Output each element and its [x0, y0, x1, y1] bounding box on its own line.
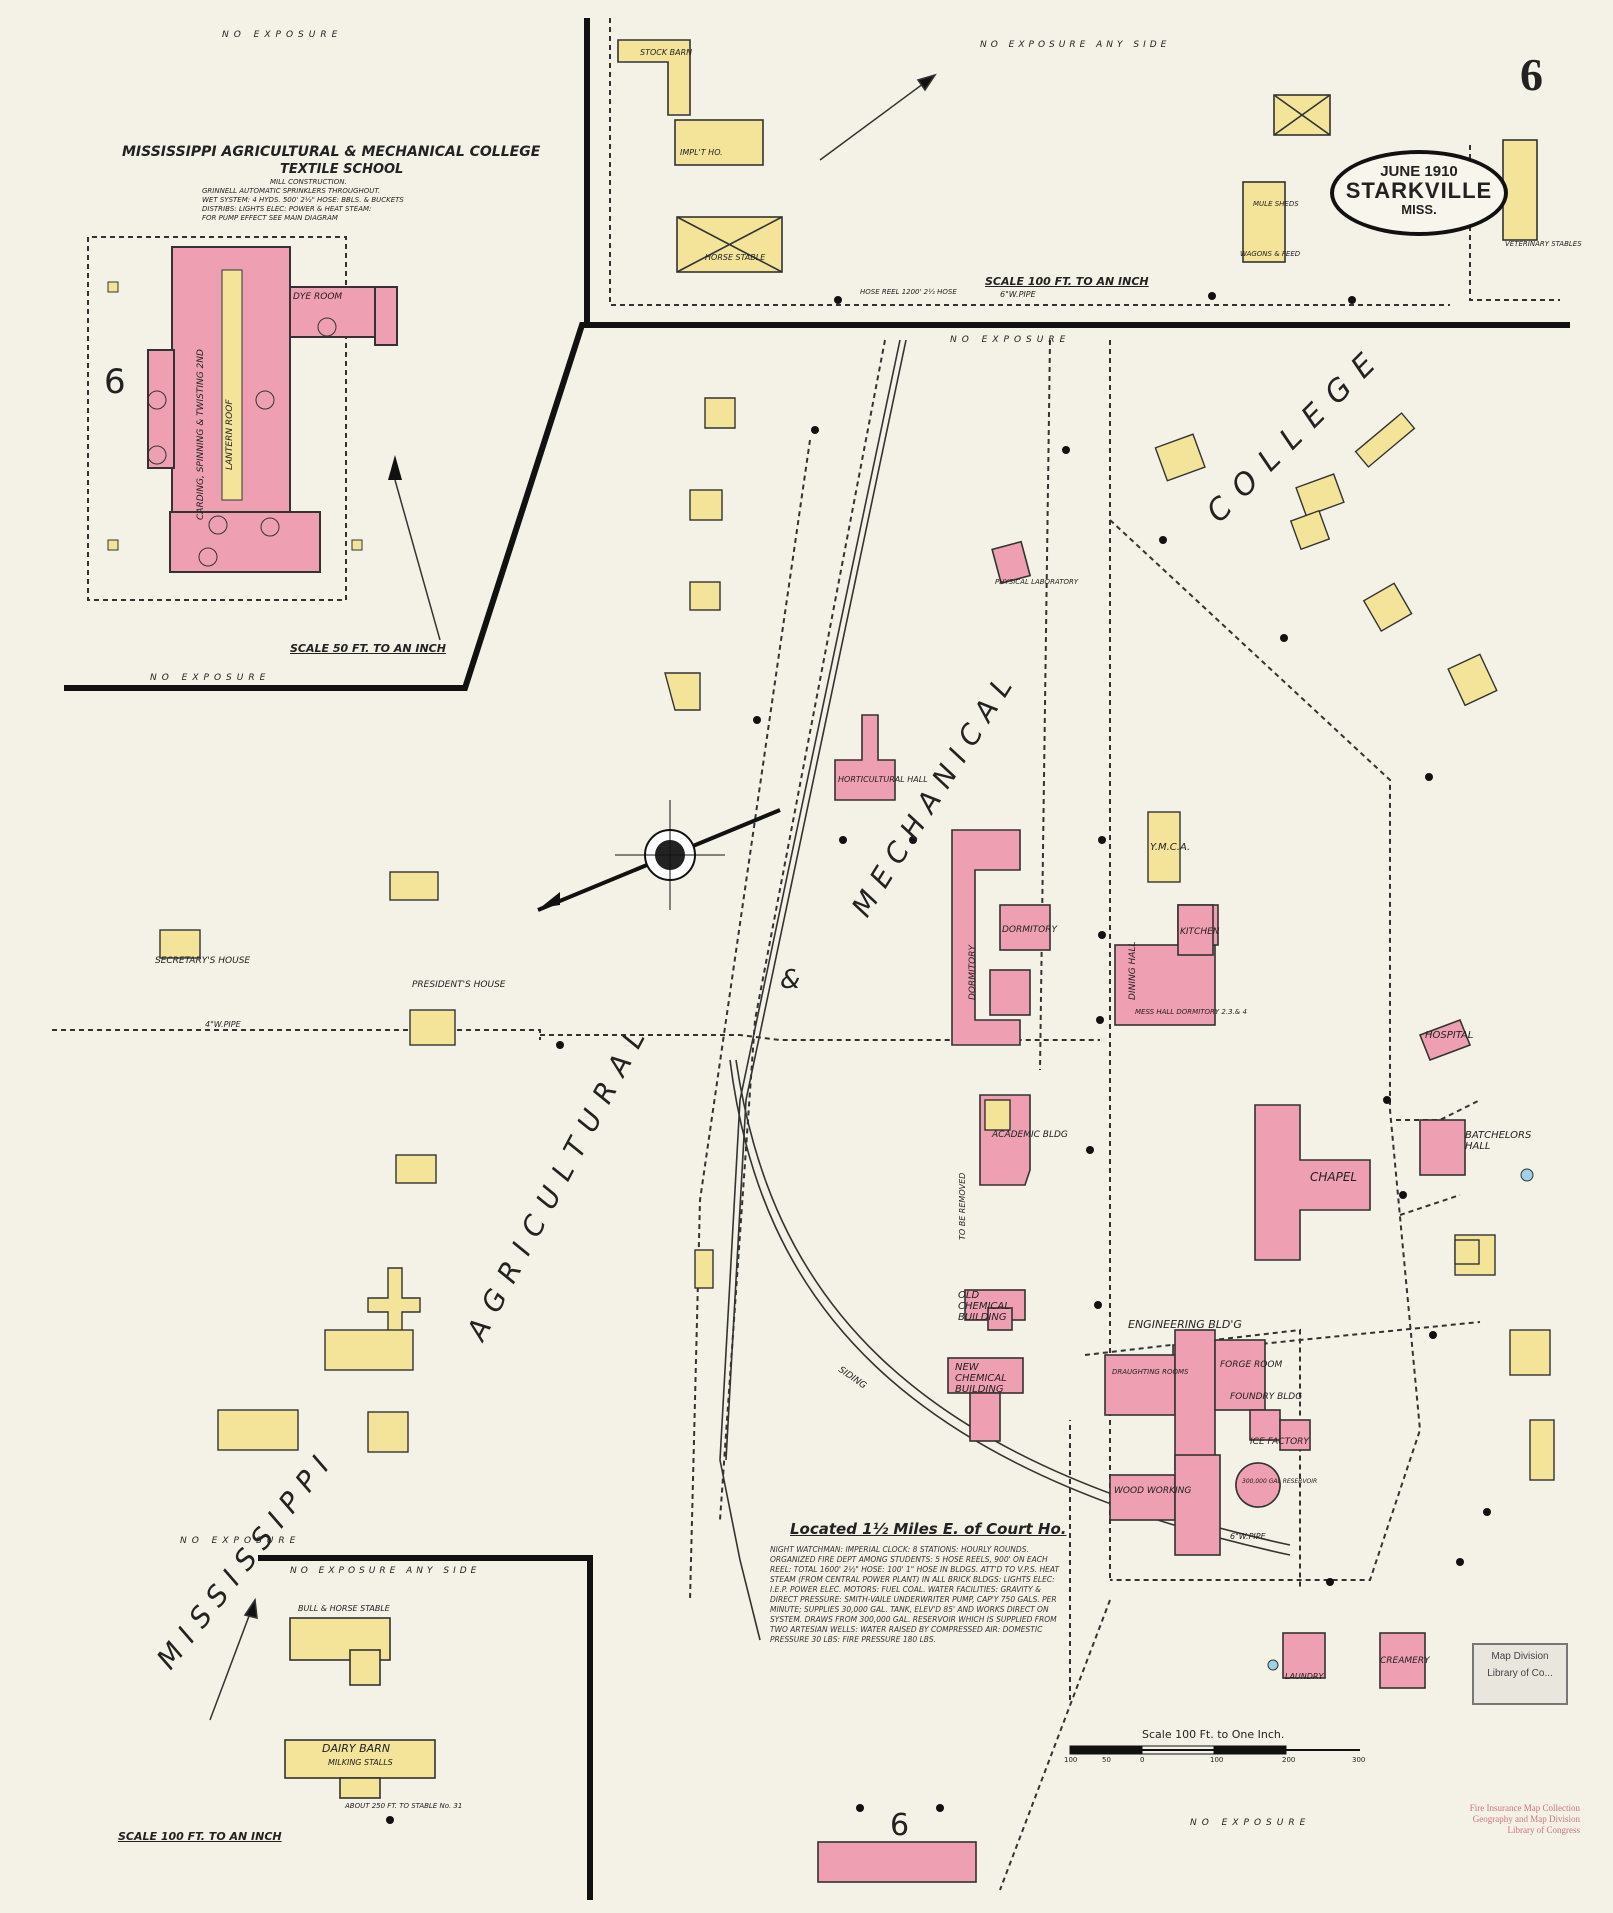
stable-buildings: [617, 39, 1538, 273]
stables-no-exposure: NO EXPOSURE ANY SIDE: [980, 40, 1171, 50]
bldg-foundry: FOUNDRY BLDG: [1230, 1392, 1303, 1402]
pipe-label-3: 6"W.PIPE: [1230, 1532, 1266, 1541]
stable-31-note: ABOUT 250 FT. TO STABLE No. 31: [345, 1802, 463, 1810]
textile-note-4: DISTRIBS: LIGHTS ELEC: POWER & HEAT STEA…: [202, 205, 372, 213]
no-exposure-mid: NO EXPOSURE: [180, 1536, 301, 1546]
library-stamp: Map Division Library of Co...: [1472, 1643, 1568, 1705]
bar-scale-tick-2: 50: [1102, 1756, 1111, 1764]
bldg-veterinary: VETERINARY STABLES: [1505, 240, 1582, 248]
bar-scale-tick-3: 0: [1140, 1756, 1145, 1764]
stamp-line-2: Library of Co...: [1487, 1668, 1553, 1679]
lantern-roof-label: LANTERN ROOF: [225, 399, 235, 470]
bldg-batchelors: BATCHELORS HALL: [1465, 1130, 1532, 1152]
bldg-wood-working: WOOD WORKING: [1114, 1486, 1192, 1496]
dairy-barn-label: DAIRY BARN: [322, 1742, 391, 1755]
bar-scale-tick-1: 100: [1064, 1756, 1078, 1764]
credit-line-2: Geography and Map Division: [1472, 1814, 1580, 1824]
bldg-hospital: HOSPITAL: [1425, 1030, 1474, 1041]
textile-no-exposure: NO EXPOSURE: [222, 30, 343, 40]
bldg-mess-hall: MESS HALL DORMITORY 2.3.& 4: [1135, 1008, 1247, 1016]
campus-word-3: &: [780, 965, 801, 995]
hydrants: [386, 292, 1491, 1824]
credit-line-1: Fire Insurance Map Collection: [1469, 1803, 1580, 1813]
bldg-horticultural: HORTICULTURAL HALL: [838, 775, 928, 784]
reservoir-label: 300,000 GAL RESERVOIR: [1242, 1478, 1318, 1485]
pipe-label-2: 4"W.PIPE: [205, 1020, 241, 1029]
textile-note-3: WET SYSTEM: 4 HYDS. 500' 2½" HOSE: BBLS.…: [202, 196, 404, 204]
location-note-title: Located 1½ Miles E. of Court Ho.: [790, 1520, 1067, 1538]
hose-reel-label: HOSE REEL 1200' 2½ HOSE: [860, 288, 957, 296]
bldg-draughting: DRAUGHTING ROOMS: [1112, 1368, 1189, 1376]
city-name: STARKVILLE: [1345, 178, 1493, 203]
no-exposure-bottom: NO EXPOSURE: [1190, 1818, 1311, 1828]
brick-buildings: [817, 540, 1472, 1883]
bldg-ice-factory: ICE FACTORY: [1250, 1437, 1309, 1447]
reservoir: [1235, 1168, 1534, 1671]
dairy-no-exposure: NO EXPOSURE ANY SIDE: [290, 1566, 481, 1576]
bldg-academic: ACADEMIC BLDG: [992, 1130, 1068, 1140]
bldg-dormitory-44: DORMITORY: [1002, 925, 1058, 935]
stables-scale: SCALE 100 FT. TO AN INCH: [985, 275, 1149, 288]
stamp-line-1: Map Division: [1491, 1651, 1549, 1662]
milking-stalls-label: MILKING STALLS: [328, 1758, 393, 1767]
no-exposure-left: NO EXPOSURE: [150, 673, 271, 683]
inset-borders: [64, 18, 1570, 1900]
location-note-text: NIGHT WATCHMAN: IMPERIAL CLOCK: 8 STATIO…: [770, 1545, 1060, 1644]
bldg-secretary: SECRETARY'S HOUSE: [155, 956, 251, 966]
credit-line-3: Library of Congress: [1507, 1825, 1580, 1835]
bar-scale-graphic: [1069, 1745, 1360, 1755]
textile-title: MISSISSIPPI AGRICULTURAL & MECHANICAL CO…: [122, 144, 541, 160]
bldg-chapel: CHAPEL: [1310, 1170, 1358, 1184]
map-date: JUNE 1910: [1380, 163, 1458, 180]
stock-barn-label: STOCK BARN: [640, 48, 693, 57]
bottom-sheet-marker: 6: [890, 1808, 910, 1843]
bar-scale-tick-4: 100: [1210, 1756, 1224, 1764]
dairy-buildings: [209, 1597, 436, 1799]
textile-note-2: GRINNELL AUTOMATIC SPRINKLERS THROUGHOUT…: [202, 187, 381, 195]
pipe-label-1: 6"W.PIPE: [1000, 290, 1036, 299]
horse-stable-label: HORSE STABLE: [705, 253, 766, 262]
bldg-old-chemical: OLD CHEMICAL BUILDING: [958, 1290, 1010, 1323]
bldg-laundry: LAUNDRY: [1285, 1672, 1324, 1681]
bldg-engineering: ENGINEERING BLD'G: [1128, 1318, 1242, 1331]
bldg-creamery: CREAMERY: [1380, 1656, 1430, 1666]
bar-scale-tick-6: 300: [1352, 1756, 1366, 1764]
railroad-siding: [719, 339, 1291, 1641]
spinning-label: CARDING, SPINNING & TWISTING 2ND: [196, 349, 206, 520]
bull-stable-label: BULL & HORSE STABLE: [298, 1604, 390, 1613]
bldg-new-chemical: NEW CHEMICAL BUILDING: [955, 1362, 1007, 1395]
bar-scale-tick-5: 200: [1282, 1756, 1296, 1764]
bldg-physical-lab: PHYSICAL LABORATORY: [995, 578, 1079, 586]
bldg-forge: FORGE ROOM: [1220, 1360, 1283, 1370]
title-oval: JUNE 1910 STARKVILLE MISS.: [1330, 150, 1508, 236]
dairy-scale: SCALE 100 FT. TO AN INCH: [118, 1830, 282, 1843]
textile-subtitle: TEXTILE SCHOOL: [280, 162, 404, 177]
textile-note-1: MILL CONSTRUCTION.: [270, 178, 347, 186]
bldg-ymca: Y.M.C.A.: [1150, 842, 1191, 853]
bldg-wagons-feed: WAGONS & FEED: [1240, 250, 1301, 258]
textile-scale: SCALE 50 FT. TO AN INCH: [290, 642, 446, 655]
bldg-kitchen: KITCHEN: [1180, 927, 1220, 937]
textile-sheet-marker: 6: [104, 362, 126, 402]
bldg-dormitory-43: DORMITORY: [968, 944, 978, 1000]
textile-school: [107, 246, 441, 641]
compass-rose: [537, 800, 781, 912]
to-be-removed: TO BE REMOVED: [958, 1172, 967, 1240]
dye-room-label: DYE ROOM: [293, 292, 343, 302]
impl-house-label: IMPL'T HO.: [680, 148, 723, 157]
frame-buildings: [159, 397, 1555, 1481]
collection-credit: Fire Insurance Map Collection Geography …: [1400, 1803, 1580, 1836]
bar-scale-label: Scale 100 Ft. to One Inch.: [1142, 1728, 1285, 1741]
bldg-mule-sheds: MULE SHEDS: [1253, 200, 1299, 208]
no-exposure-top: NO EXPOSURE: [950, 335, 1071, 345]
state-name: MISS.: [1401, 202, 1437, 217]
bldg-dining-hall: DINING HALL: [1128, 941, 1138, 1001]
bldg-president: PRESIDENT'S HOUSE: [412, 980, 506, 990]
textile-note-5: FOR PUMP EFFECT SEE MAIN DIAGRAM: [202, 214, 338, 222]
sheet-number: 6: [1520, 49, 1543, 100]
